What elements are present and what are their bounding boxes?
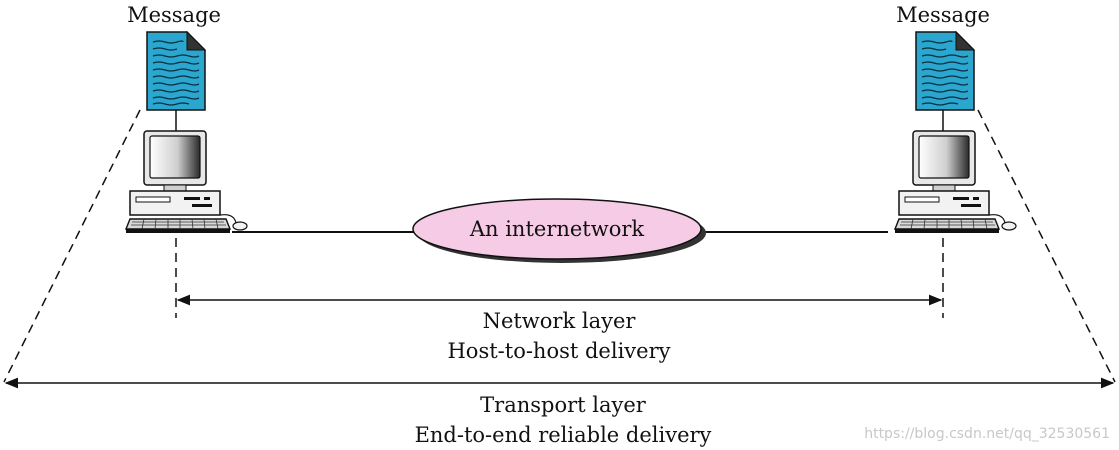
left-transport-dashed-guide — [3, 109, 141, 383]
transport-layer-title: Transport layer — [480, 393, 647, 417]
left-host: Message — [125, 3, 248, 234]
left-message-document-icon — [146, 31, 206, 111]
internetwork-label: An internetwork — [469, 217, 645, 241]
right-host: Message — [894, 3, 1017, 234]
left-computer-icon — [125, 130, 248, 234]
right-message-document-icon — [915, 31, 975, 111]
left-message-label: Message — [127, 3, 221, 27]
network-layer-title: Network layer — [483, 309, 637, 333]
right-computer-icon — [894, 130, 1017, 234]
right-transport-dashed-guide — [977, 109, 1116, 383]
network-layer-subtitle: Host-to-host delivery — [447, 339, 670, 363]
internetwork-cloud: An internetwork — [412, 198, 706, 263]
right-message-label: Message — [896, 3, 990, 27]
watermark: https://blog.csdn.net/qq_32530561 — [864, 426, 1110, 442]
transport-layer-subtitle: End-to-end reliable delivery — [415, 423, 712, 447]
